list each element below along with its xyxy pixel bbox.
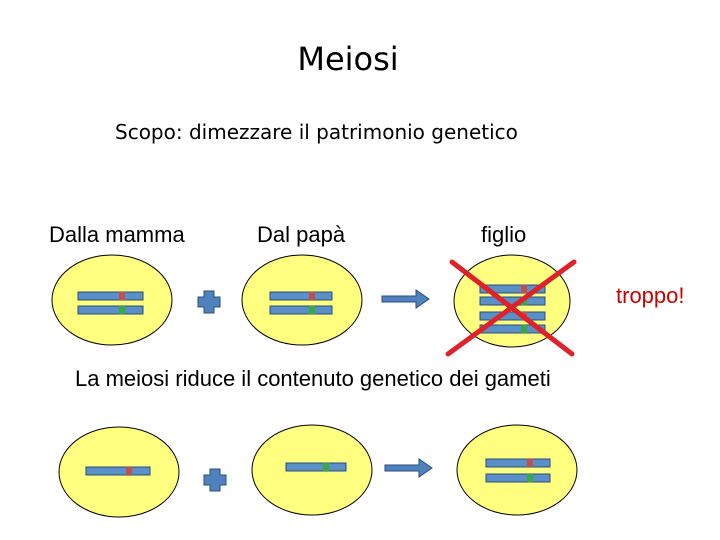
chromosome-pair: [269, 291, 333, 315]
cell-father-gamete: [251, 424, 373, 516]
cell-mother-gamete: [58, 426, 180, 518]
cell-mother-diploid: [51, 254, 173, 346]
chromosome-single: [285, 462, 347, 472]
cross-icon: [445, 259, 577, 357]
label-child: figlio: [481, 222, 527, 247]
cell-child-diploid: [456, 424, 578, 516]
chromosome-pair: [485, 458, 551, 483]
plus-icon: [197, 290, 221, 314]
arrow-right-icon: [381, 289, 430, 309]
label-mother: Dalla mamma: [49, 222, 185, 247]
arrow-right-icon: [384, 458, 433, 478]
cell-father-diploid: [241, 254, 363, 346]
plus-icon: [203, 468, 227, 492]
warning-text: troppo!: [616, 283, 685, 308]
chromosome-pair: [77, 291, 144, 315]
label-father: Dal papà: [257, 222, 346, 247]
cell-child-tetraploid: [453, 254, 571, 348]
subtitle: Scopo: dimezzare il patrimonio genetico: [115, 120, 518, 144]
chromosome-single: [85, 466, 151, 476]
caption: La meiosi riduce il contenuto genetico d…: [75, 366, 551, 391]
page-title: Meiosi: [297, 40, 399, 78]
